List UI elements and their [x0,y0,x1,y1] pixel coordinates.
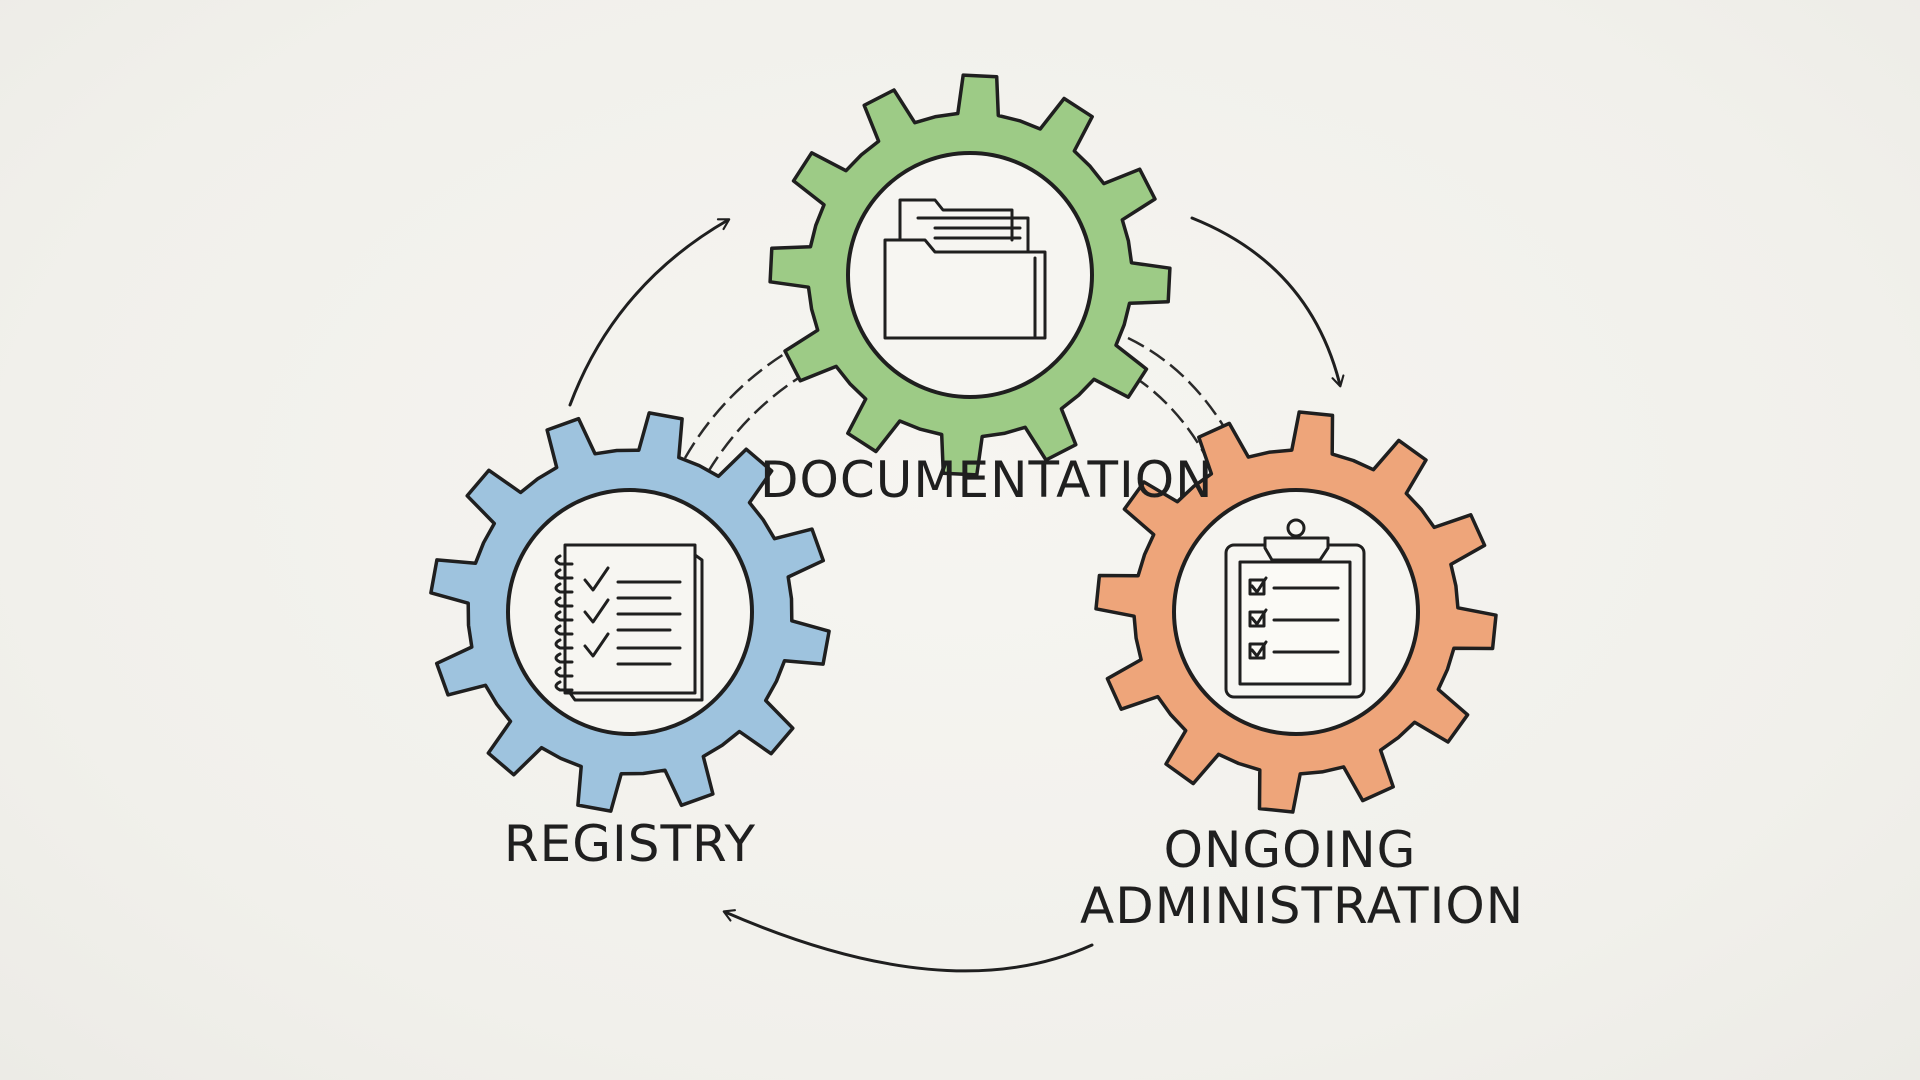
arrow-ongoing-to-registry [722,909,1094,973]
checklist-notebook-icon [554,543,704,702]
arrow-documentation-to-ongoing [1190,216,1345,388]
ongoing-text-line1: ONGOING [1163,821,1417,879]
label-documentation: DOCUMENTATION [760,451,1214,509]
spiral-ring [554,652,574,664]
spiral-ring [554,596,574,608]
spiral-ring [554,638,574,650]
spiral-ring [554,610,574,622]
ongoing-text-line2: ADMINISTRATION [1080,877,1525,935]
label-registry: REGISTRY [480,816,780,872]
registry-text: REGISTRY [503,815,757,873]
label-ongoing-administration: ONGOING ADMINISTRATION [1080,821,1525,935]
spiral-ring [554,680,574,692]
spiral-ring [554,624,574,636]
arrow-registry-to-documentation [568,218,731,407]
folder-icon [883,198,1047,340]
spiral-ring [554,554,574,566]
documentation-text: DOCUMENTATION [760,451,1214,509]
spiral-ring [554,666,574,678]
spiral-ring [554,582,574,594]
spiral-ring [554,568,574,580]
clipboard-checklist-icon [1224,518,1366,699]
